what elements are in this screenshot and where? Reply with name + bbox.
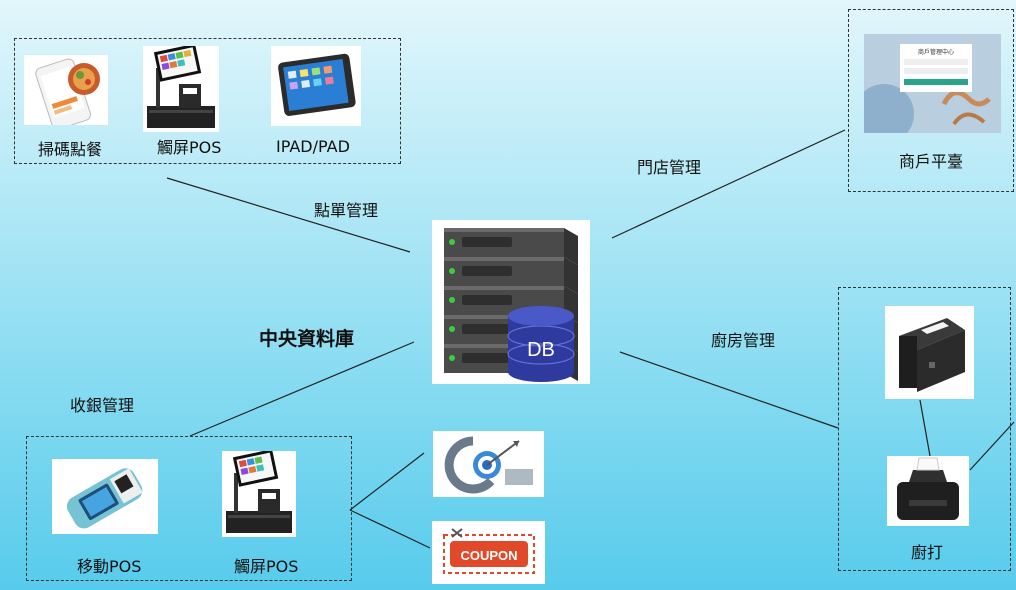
cashier-item-label-1: 移動POS [77,557,142,576]
central-db-title: 中央資料庫 [259,328,355,350]
order-item-label-2: 觸屏POS [157,138,222,157]
edge-label-order: 點單管理 [314,201,379,220]
merchant-platform-group [848,9,1014,192]
touch-pos-image [143,46,219,132]
edge-label-kitchen: 廚房管理 [711,331,776,350]
order-item-label-1: 掃碼點餐 [38,140,103,159]
line-kitchen [619,351,839,429]
line-printer [919,399,931,457]
line-cashier [189,341,415,437]
ipad-image [271,46,361,126]
coupon-icon: COUPON [443,528,535,574]
coupon-text: COUPON [460,548,517,563]
phone-food-icon [35,58,100,125]
line-printer-edge [969,421,1015,471]
order-item-label-3: IPAD/PAD [276,137,350,156]
server-db-icon: DB [444,228,578,382]
merchant-screenshot: 商戶管理中心 [864,34,1001,133]
receipt-printer-icon [899,318,965,392]
kitchen-print-label: 廚打 [911,543,944,562]
mobile-pos-image [52,459,158,534]
handheld-pos-icon [66,468,143,529]
line-order [166,177,411,253]
promo-coupon-image: COUPON [432,521,545,584]
edge-label-cashier: 收銀管理 [70,396,135,415]
cashier-devices-group [26,436,352,581]
db-label: DB [527,339,555,361]
kitchen-printer-image-2 [887,456,969,526]
kitchen-printer-group [838,287,1011,571]
scan-order-image [24,55,108,125]
order-devices-group [14,38,401,164]
cashier-item-label-2: 觸屏POS [234,557,299,576]
line-promo-1 [349,452,425,511]
kitchen-printer-image-1 [885,306,974,399]
thermal-printer-icon [897,457,959,520]
cashier-touch-pos-image [222,451,296,537]
target-logo-icon [444,436,533,494]
db-cylinder-icon: DB [507,306,575,382]
line-promo-2 [349,509,431,549]
merchant-login-screen: 商戶管理中心 [864,34,1001,133]
line-store [611,129,846,239]
svg-text:商戶管理中心: 商戶管理中心 [918,48,954,56]
central-db-image: DB [432,220,590,384]
edge-label-store: 門店管理 [637,158,702,177]
merchant-platform-label: 商戶平臺 [899,152,964,171]
tablet-icon [278,53,356,116]
touch-pos-icon [147,46,215,128]
touch-pos-icon [226,451,292,533]
promo-target-image [433,431,544,497]
